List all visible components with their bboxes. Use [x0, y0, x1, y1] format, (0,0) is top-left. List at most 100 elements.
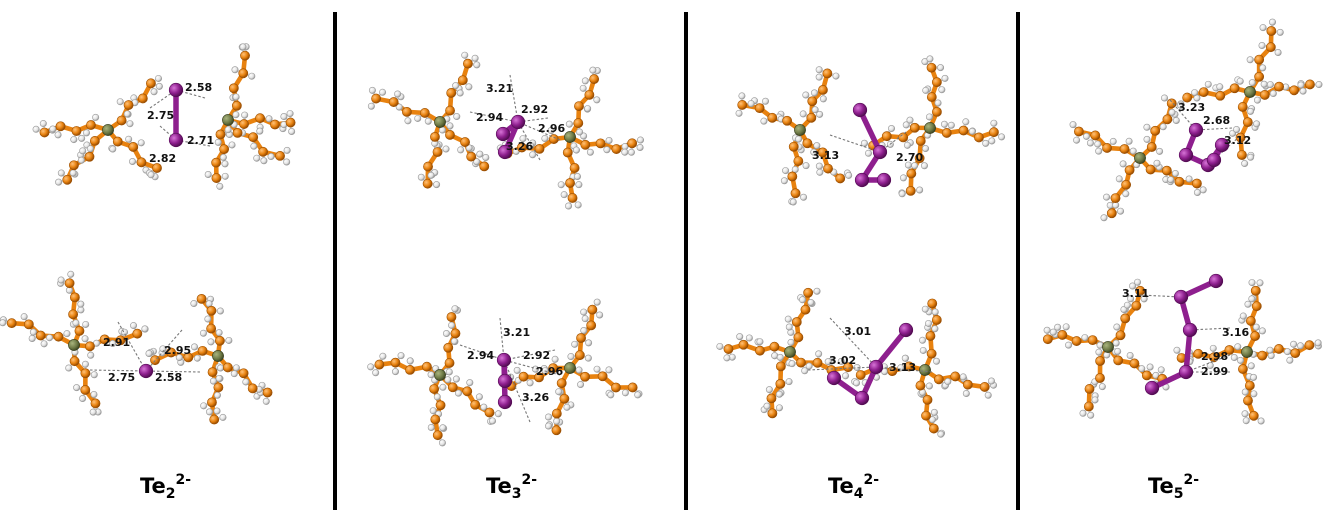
carbon-atom	[69, 292, 80, 303]
hydrogen-atom	[453, 113, 461, 121]
carbon-atom	[1259, 90, 1270, 100]
carbon-atom	[255, 113, 265, 124]
hydrogen-atom	[621, 389, 629, 397]
hydrogen-atom	[232, 364, 240, 372]
distance-label: 2.98	[1201, 350, 1228, 363]
hydrogen-atom	[920, 162, 928, 170]
hydrogen-atom	[1103, 193, 1111, 201]
hydrogen-atom	[1062, 323, 1070, 331]
carbon-atom	[432, 147, 443, 157]
hydrogen-atom	[456, 89, 464, 97]
distance-label: 2.75	[147, 109, 174, 122]
hydrogen-atom	[49, 125, 57, 133]
carbon-atom	[1209, 352, 1219, 363]
hydrogen-atom	[1233, 125, 1241, 133]
hydrogen-atom	[67, 270, 75, 278]
distance-label: 2.68	[1203, 114, 1230, 127]
carbon-atom	[207, 397, 217, 408]
hydrogen-atom	[815, 350, 823, 358]
hydrogen-atom	[577, 381, 585, 389]
carbon-atom	[755, 345, 765, 356]
hydrogen-atom	[1191, 89, 1199, 97]
carbon-atom	[132, 328, 143, 339]
hydrogen-atom	[414, 114, 422, 122]
hydrogen-atom	[584, 354, 592, 362]
distance-label: 2.75	[108, 371, 135, 384]
carbon-atom	[1084, 384, 1095, 394]
hydrogen-atom	[716, 342, 724, 350]
hydrogen-atom	[922, 145, 930, 153]
carbon-atom	[238, 368, 249, 379]
hydrogen-atom	[1185, 175, 1193, 183]
caption-te2: Te22-	[140, 472, 191, 502]
carbon-atom	[1254, 54, 1265, 65]
carbon-atom	[1121, 179, 1132, 190]
carbon-atom	[769, 341, 780, 352]
hydrogen-atom	[898, 190, 906, 198]
tellurium-atom	[168, 132, 184, 148]
hydrogen-atom	[90, 391, 98, 399]
hydrogen-atom	[141, 325, 149, 333]
hydrogen-bond-contact	[807, 366, 877, 371]
hydrogen-atom	[1269, 90, 1277, 98]
hydrogen-atom	[573, 172, 581, 180]
phosphorus-atom	[212, 350, 224, 362]
carbon-atom	[1265, 42, 1276, 53]
hydrogen-atom	[1157, 366, 1165, 374]
carbon-atom	[55, 121, 66, 132]
phosphorus-atom	[222, 114, 234, 126]
hydrogen-atom	[494, 410, 502, 418]
carbon-atom	[1129, 358, 1140, 369]
hydrogen-atom	[368, 86, 376, 94]
hydrogen-atom	[1241, 160, 1249, 168]
hydrogen-atom	[593, 96, 601, 104]
carbon-atom	[569, 163, 580, 173]
carbon-atom	[1106, 208, 1117, 219]
distance-label: 2.94	[476, 111, 503, 124]
hydrogen-atom	[433, 181, 441, 189]
carbon-atom	[926, 92, 937, 102]
hydrogen-atom	[782, 167, 790, 175]
hydrogen-atom	[526, 379, 534, 387]
hydrogen-atom	[1257, 417, 1265, 425]
hydrogen-atom	[372, 369, 380, 377]
hydrogen-atom	[572, 146, 580, 154]
hydrogen-atom	[199, 329, 207, 337]
distance-label: 3.01	[844, 325, 871, 338]
hydrogen-atom	[1290, 340, 1298, 348]
carbon-atom	[207, 367, 218, 378]
distance-label: 3.02	[829, 354, 856, 367]
hydrogen-atom	[216, 307, 224, 315]
carbon-atom	[1248, 410, 1259, 421]
carbon-atom	[921, 410, 931, 421]
phosphorus-atom	[434, 116, 446, 128]
hydrogen-atom	[765, 386, 773, 394]
hydrogen-atom	[466, 379, 474, 387]
hydrogen-atom	[445, 368, 453, 376]
hydrogen-atom	[397, 352, 405, 360]
carbon-atom	[580, 371, 590, 382]
tellurium-atom	[876, 172, 892, 188]
distance-label: 3.13	[889, 361, 916, 374]
carbon-atom	[447, 382, 458, 393]
phosphorus-atom	[1241, 346, 1253, 358]
carbon-atom	[123, 100, 134, 110]
carbon-atom	[479, 161, 490, 172]
carbon-atom	[574, 101, 584, 112]
carbon-atom	[197, 345, 208, 356]
hydrogen-atom	[581, 77, 589, 85]
hydrogen-bond-contact	[503, 359, 531, 423]
hydrogen-atom	[200, 402, 208, 410]
carbon-atom	[152, 163, 162, 173]
hydrogen-atom	[553, 417, 561, 425]
hydrogen-atom	[1112, 339, 1120, 347]
hydrogen-atom	[1143, 135, 1151, 143]
hydrogen-atom	[1259, 64, 1267, 72]
hydrogen-atom	[1167, 176, 1175, 184]
hydrogen-atom	[805, 362, 813, 370]
hydrogen-atom	[217, 364, 225, 372]
hydrogen-atom	[1095, 147, 1103, 155]
hydrogen-atom	[79, 395, 87, 403]
hydrogen-atom	[940, 120, 948, 128]
hydrogen-atom	[1244, 300, 1252, 308]
